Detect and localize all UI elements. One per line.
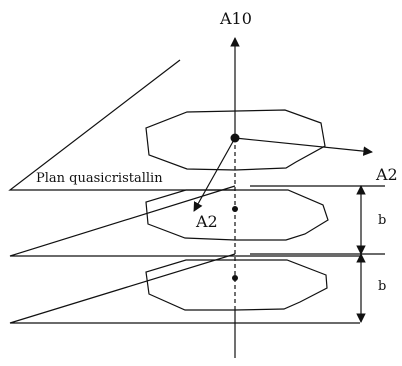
decagon-middle bbox=[145, 189, 329, 241]
plane-top bbox=[8, 59, 235, 191]
center-dot-top bbox=[230, 133, 240, 143]
a2-axis-left bbox=[193, 137, 236, 212]
label-a2-right: A2 bbox=[375, 165, 398, 184]
label-a2-left: A2 bbox=[195, 212, 218, 231]
center-dot-middle bbox=[232, 206, 238, 212]
center-dot-lower bbox=[232, 275, 238, 281]
label-spacing-lower: b bbox=[378, 279, 386, 294]
decagon-top bbox=[145, 109, 326, 171]
decagon-lower bbox=[145, 259, 328, 311]
a2-axis-right bbox=[234, 137, 373, 156]
label-a10: A10 bbox=[219, 9, 252, 28]
label-plane: Plan quasicristallin bbox=[36, 171, 163, 186]
plane-bottom bbox=[9, 253, 385, 324]
label-spacing-upper: b bbox=[378, 213, 386, 228]
